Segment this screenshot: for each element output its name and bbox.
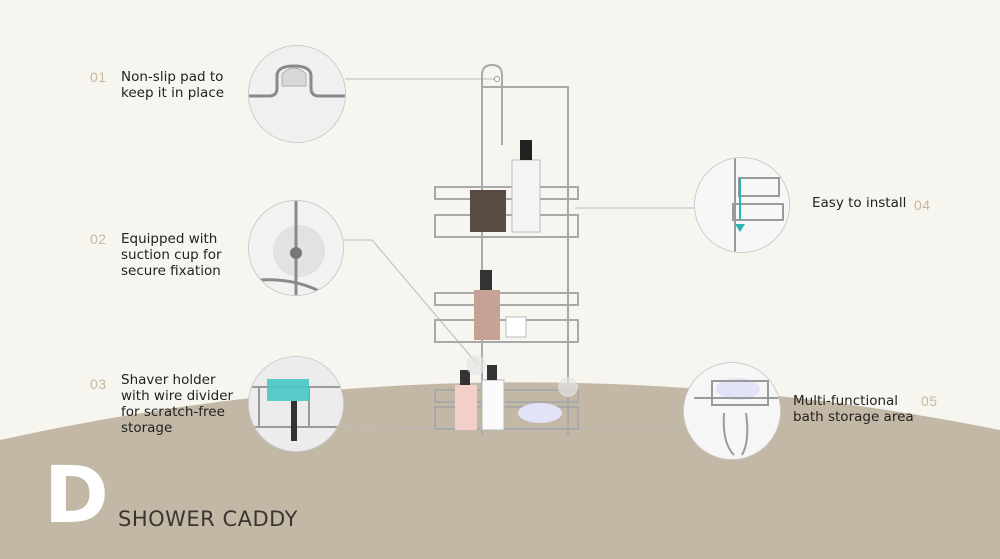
callout-number-05: 05	[921, 393, 938, 409]
page-title: SHOWER CADDY	[118, 507, 298, 531]
storage-basket-icon	[684, 363, 780, 459]
callout-text-01: Non-slip pad to keep it in place	[121, 69, 224, 101]
callout-line: with wire divider	[121, 388, 234, 404]
callout-line: bath storage area	[793, 409, 914, 425]
callout-line: secure fixation	[121, 263, 221, 279]
shaver-holder-icon	[249, 357, 343, 451]
brand-letter: D	[44, 451, 109, 541]
callout-line: storage	[121, 420, 173, 436]
callout-number-03: 03	[90, 376, 107, 392]
callout-text-03: Shaver holder with wire divider for scra…	[121, 372, 233, 436]
callout-line: keep it in place	[121, 85, 225, 101]
callout-line: Shaver holder	[121, 372, 216, 388]
callout-line: Non-slip pad to	[121, 69, 224, 85]
install-arrow-icon	[695, 158, 789, 252]
callout-line: Easy to install	[812, 195, 907, 211]
detail-circle-easy-install	[694, 157, 790, 253]
callout-number-04: 04	[914, 197, 931, 213]
detail-circle-suction-cup	[248, 200, 344, 296]
callout-line: suction cup for	[121, 247, 222, 263]
shower-caddy-product	[434, 63, 579, 435]
callout-line: Equipped with	[121, 231, 218, 247]
non-slip-pad-icon	[249, 46, 345, 142]
callout-line: for scratch-free	[121, 404, 225, 420]
callout-number-02: 02	[90, 231, 107, 247]
detail-circle-shaver-holder	[248, 356, 344, 452]
detail-circle-storage-area	[683, 362, 781, 460]
callout-text-02: Equipped with suction cup for secure fix…	[121, 231, 222, 279]
suction-cup-icon	[249, 201, 343, 295]
callout-text-04: Easy to install	[812, 195, 906, 211]
callout-line: Multi-functional	[793, 393, 899, 409]
detail-circle-non-slip-pad	[248, 45, 346, 143]
callout-text-05: Multi-functional bath storage area	[793, 393, 914, 425]
callout-number-01: 01	[90, 69, 107, 85]
